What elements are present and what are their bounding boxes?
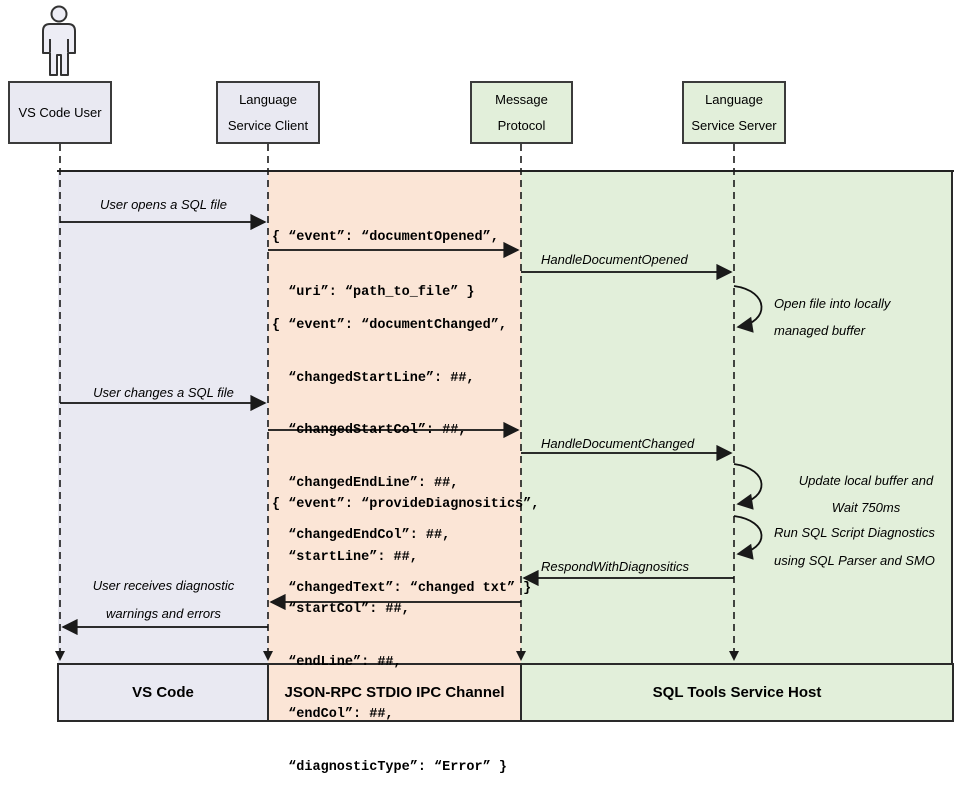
code-line: “endLine”: ##, <box>272 654 402 670</box>
code-line: “changedStartCol”: ##, <box>272 423 467 439</box>
message-label-respond-with-diagnostics: RespondWithDiagnositics <box>541 559 690 574</box>
note-line: Run SQL Script Diagnostics <box>774 525 935 540</box>
actor-box-vscode-user: VS Code User <box>8 81 112 144</box>
code-line: { “event”: “documentOpened”, <box>272 230 499 245</box>
code-line: “changedEndCol”: ##, <box>272 528 451 544</box>
code-line: “uri”: “path_to_file” } <box>272 285 475 300</box>
actor-box-message-protocol: Message Protocol <box>470 81 573 144</box>
footer-box-json-rpc-channel: JSON-RPC STDIO IPC Channel <box>267 663 522 722</box>
code-line: “endCol”: ##, <box>272 707 394 723</box>
code-line: { “event”: “documentChanged”, <box>272 318 507 333</box>
note-line: managed buffer <box>774 323 866 338</box>
label-line: warnings and errors <box>106 606 221 621</box>
footer-label: SQL Tools Service Host <box>652 684 822 701</box>
message-label-user-opens: User opens a SQL file <box>100 197 227 212</box>
lane-vscode <box>58 172 268 663</box>
payload-provide-diagnostics: { “event”: “provideDiagnositics”, “start… <box>272 464 539 795</box>
actor-label: VS Code User <box>18 104 102 120</box>
note-line: using SQL Parser and SMO <box>774 553 935 568</box>
lane-json-rpc-channel <box>268 172 521 663</box>
note-update-buffer: Update local buffer and Wait 750ms <box>772 467 960 521</box>
lane-sql-tools-host <box>521 172 953 663</box>
actor-label-line: Message <box>495 91 548 107</box>
note-line: Update local buffer and <box>798 473 934 488</box>
message-label-handle-document-changed: HandleDocumentChanged <box>541 436 695 451</box>
note-run-diagnostics: Run SQL Script Diagnostics using SQL Par… <box>774 519 935 575</box>
actor-label-line: Protocol <box>497 117 546 133</box>
code-line: “changedEndLine”: ##, <box>272 475 459 491</box>
actor-label-line: Language <box>705 91 763 107</box>
footer-label: JSON-RPC STDIO IPC Channel <box>284 684 505 701</box>
code-line: “diagnosticType”: “Error” } <box>272 759 507 775</box>
code-line: “changedStartLine”: ##, <box>272 370 475 386</box>
actor-label-line: Service Server <box>691 117 777 133</box>
label-line: User receives diagnostic <box>92 578 235 593</box>
footer-box-sql-tools-host: SQL Tools Service Host <box>520 663 954 722</box>
code-line: “startCol”: ##, <box>272 602 410 618</box>
message-label-user-receives: User receives diagnostic warnings and er… <box>60 572 267 628</box>
footer-box-vscode: VS Code <box>57 663 269 722</box>
message-label-handle-document-opened: HandleDocumentOpened <box>541 252 688 267</box>
payload-document-opened: { “event”: “documentOpened”, “uri”: “pat… <box>272 195 499 320</box>
note-open-file: Open file into locally managed buffer <box>774 290 890 344</box>
message-label-user-changes: User changes a SQL file <box>93 385 234 400</box>
note-line: Wait 750ms <box>831 500 901 515</box>
code-line: “changedText”: “changed txt” } <box>272 580 532 596</box>
actor-box-language-service-server: Language Service Server <box>682 81 786 144</box>
actor-label-line: Service Client <box>227 117 309 133</box>
actor-box-language-service-client: Language Service Client <box>216 81 320 144</box>
user-actor-icon <box>42 5 76 76</box>
code-line: { “event”: “provideDiagnositics”, <box>272 497 540 512</box>
code-line: “startLine”: ##, <box>272 549 418 565</box>
sequence-diagram-page: { "colors": { "lavender": "#e9e9f2", "pe… <box>8 5 960 775</box>
actor-label-line: Language <box>239 91 297 107</box>
lane-top-border <box>57 170 954 172</box>
payload-document-changed: { “event”: “documentChanged”, “changedSt… <box>272 285 531 616</box>
note-line: Open file into locally <box>774 296 891 311</box>
footer-label: VS Code <box>132 684 194 701</box>
